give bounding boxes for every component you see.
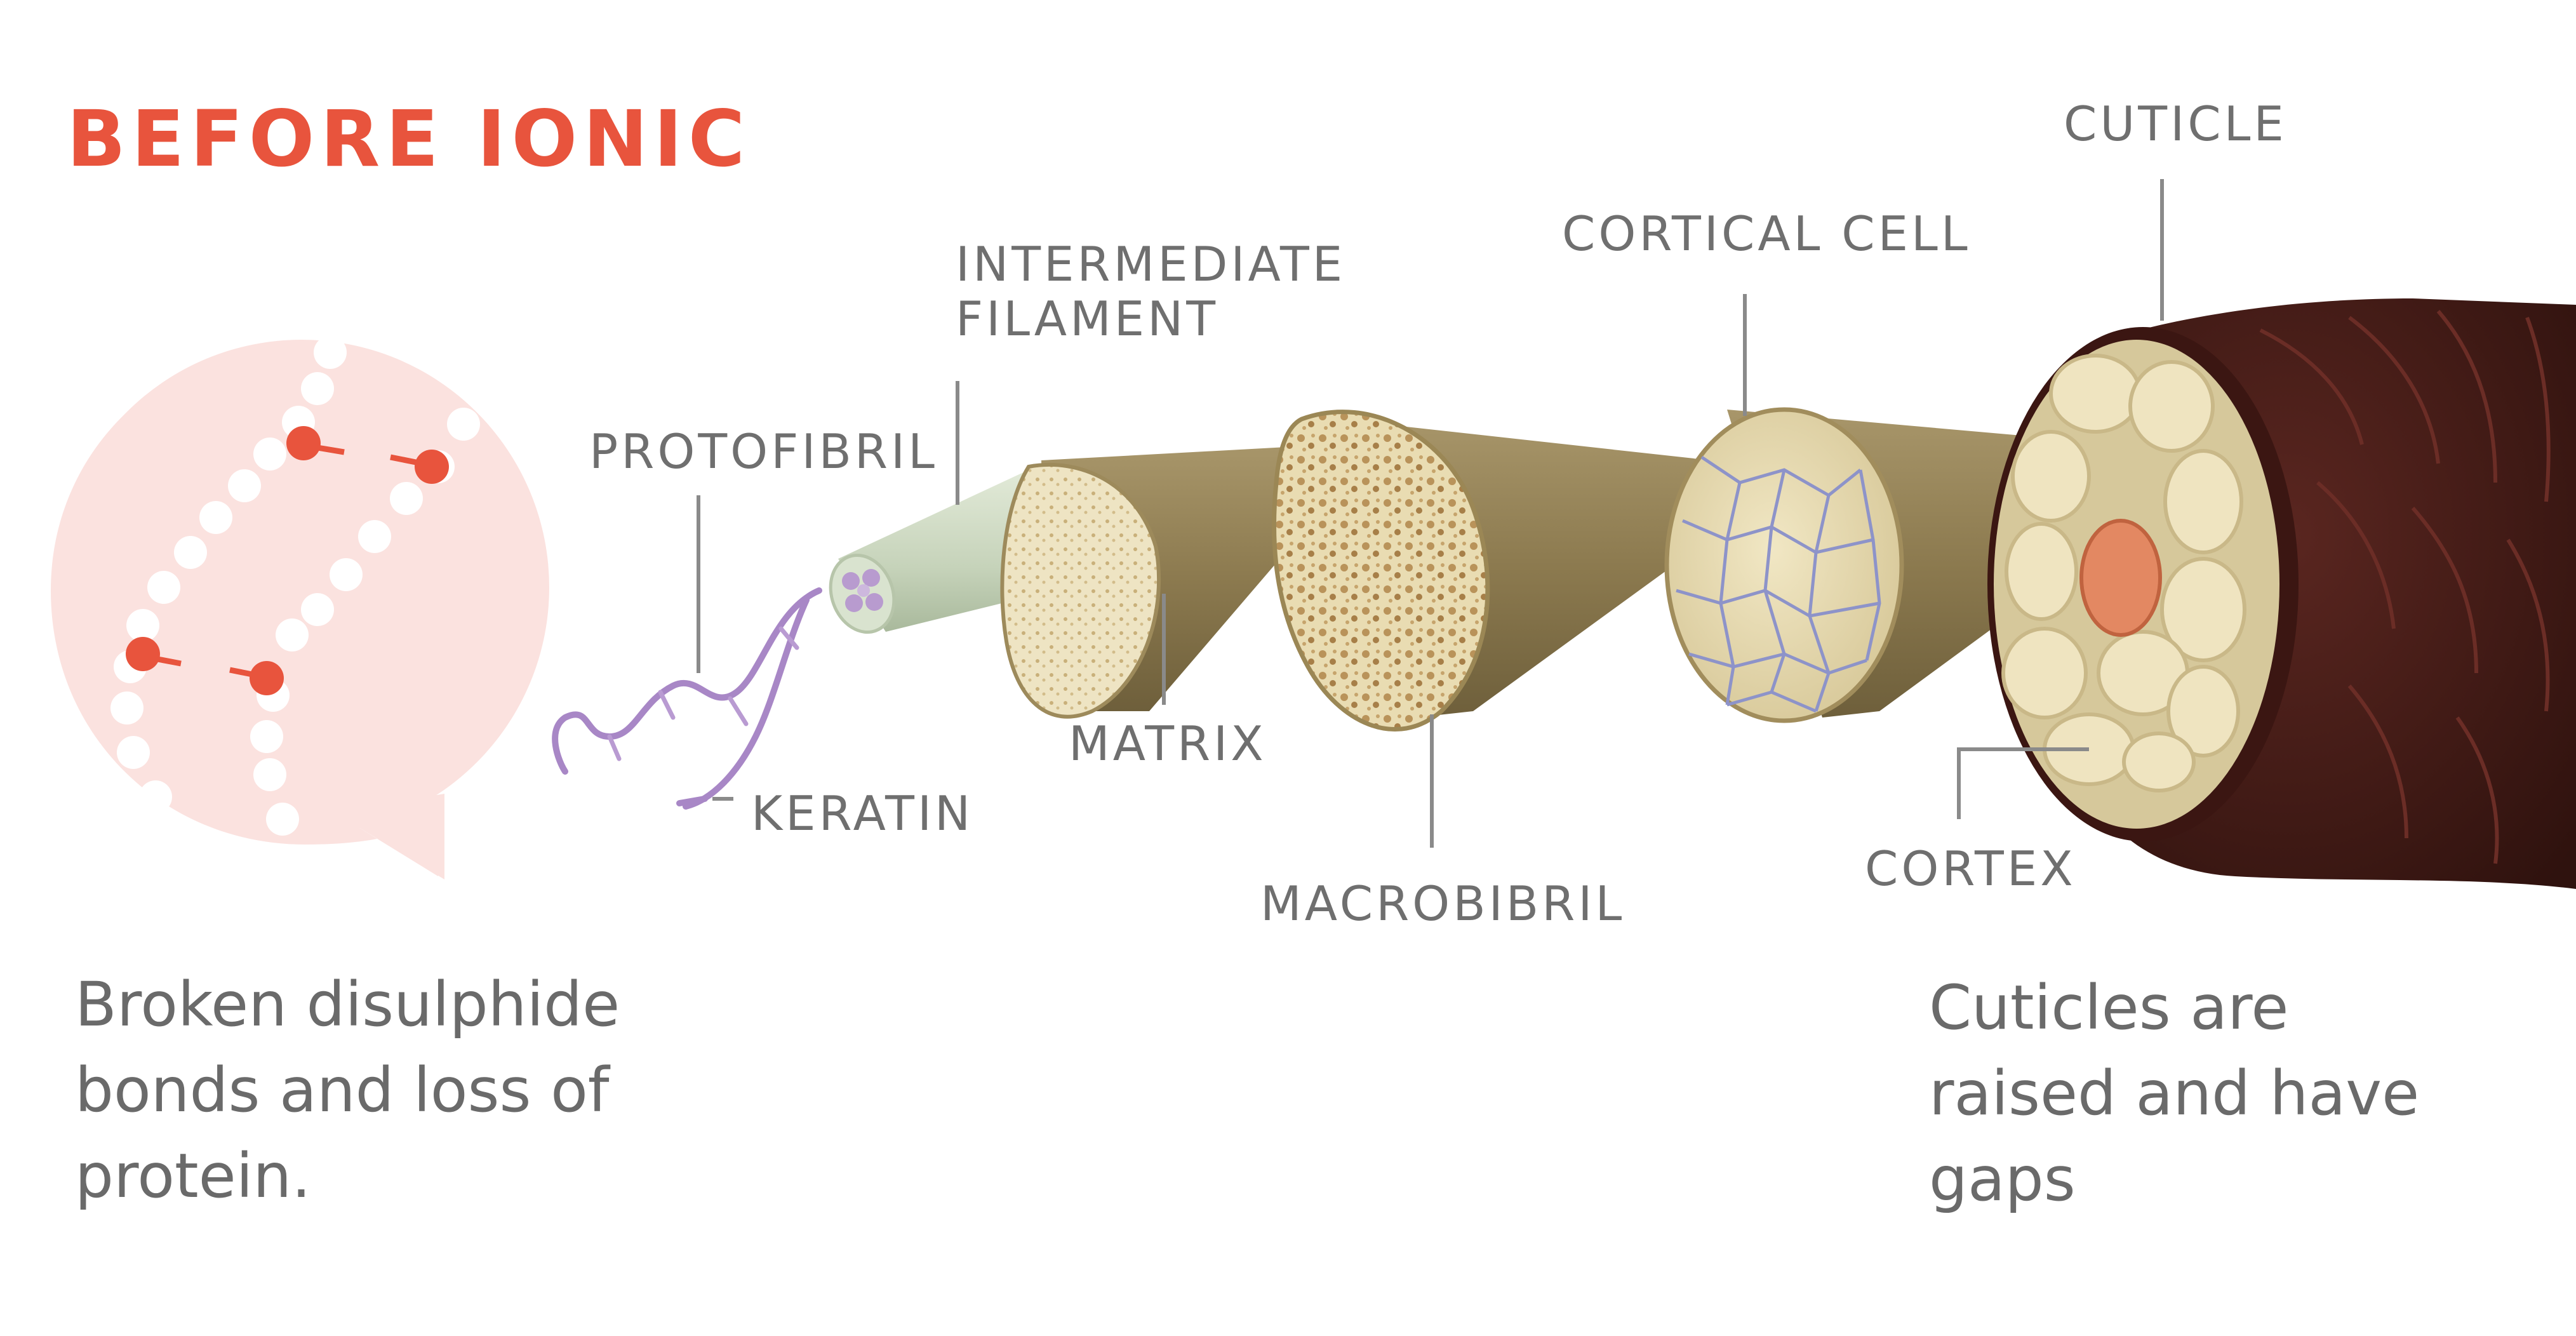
label-keratin: KERATIN [751,785,974,841]
label-matrix: MATRIX [1069,716,1267,772]
label-cuticle: CUTICLE [2064,96,2287,152]
cortex-leader [1957,747,2089,819]
matrix-cross-section [1000,462,1161,719]
caption-left-line2: bonds and loss of [75,1055,610,1126]
caption-right-line2: raised and have [1929,1058,2420,1129]
label-intermediate-filament-line2: FILAMENT [956,291,1219,347]
label-protofibril: PROTOFIBRIL [589,424,938,479]
protein-strand-dots [110,336,480,836]
broken-bond-4 [229,661,284,695]
caption-right: Cuticles are raised and have gaps [1929,965,2419,1222]
cuticle-scales [2259,310,2551,864]
leader-lines [697,179,2164,848]
caption-right-line3: gaps [1929,1144,2076,1215]
hair-shaft [1987,298,2576,889]
cortex-cells [2001,354,2246,792]
label-intermediate-filament: INTERMEDIATE FILAMENT [956,237,1345,347]
caption-left: Broken disulphide bonds and loss of prot… [75,962,620,1219]
label-intermediate-filament-line1: INTERMEDIATE [956,236,1346,292]
broken-bond-2 [390,450,449,484]
macrofibril [1272,410,1752,732]
speech-bubble-tail [356,794,444,879]
label-cortex: CORTEX [1865,841,2076,897]
bond-illustration-bubble [51,336,549,879]
page-title: BEFORE IONIC [67,94,751,184]
broken-bond-3 [126,637,182,671]
cortex-medulla [2079,519,2162,637]
cortical-cell-network [1676,455,1881,713]
broken-bond-1 [286,426,345,460]
label-macrobibril: MACROBIBRIL [1260,876,1625,932]
caption-left-line3: protein. [75,1140,311,1212]
intermediate-filament [1000,444,1340,719]
cortical-cell-cross-section [1664,407,1904,723]
macrofibril-cross-section [1272,410,1490,732]
broken-bond-markers [126,426,449,695]
caption-right-line1: Cuticles are [1929,972,2289,1043]
caption-left-line1: Broken disulphide [75,969,620,1040]
label-cortical-cell: CORTICAL CELL [1562,206,1971,262]
keratin-helix [552,587,822,810]
